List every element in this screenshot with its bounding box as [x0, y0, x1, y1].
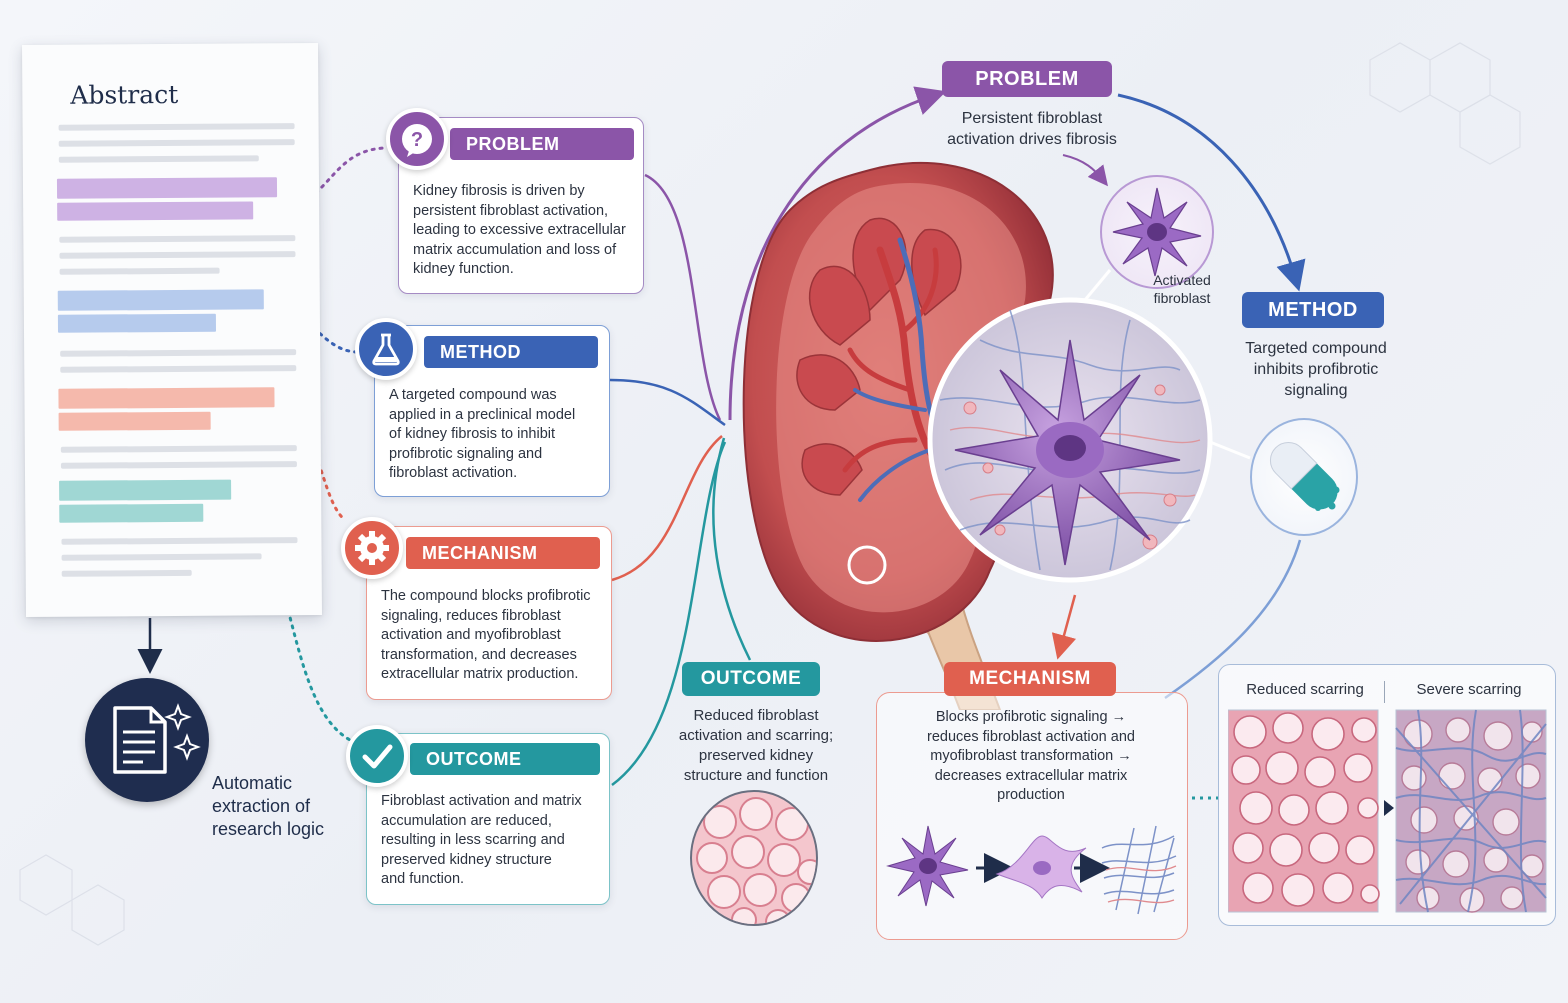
- reduced-scarring-label: Reduced scarring: [1246, 681, 1364, 698]
- mechanism-text: The compound blocks profibrotic signalin…: [381, 588, 591, 683]
- activated-fibroblast-label: Activated fibroblast: [1153, 272, 1211, 306]
- mechanism-highlight: [58, 387, 275, 409]
- mechanism-label: MECHANISM: [406, 537, 600, 569]
- problem-text: Kidney fibrosis is driven by persistent …: [413, 183, 626, 278]
- diagram-problem-text: Persistent fibroblast activation drives …: [947, 110, 1117, 148]
- flask-icon: [355, 318, 417, 380]
- diagram-outcome-label: OUTCOME: [682, 662, 820, 696]
- gear-icon: [341, 517, 403, 579]
- mechanism-sequence-icons: [886, 825, 1177, 915]
- svg-text:?: ?: [411, 129, 423, 151]
- method-text: A targeted compound was applied in a pre…: [389, 387, 576, 482]
- extraction-label: Automatic extraction of research logic: [212, 773, 325, 839]
- abstract-document: Abstract: [22, 42, 322, 618]
- kidney-illustration: [742, 161, 1213, 710]
- diagram-mechanism-label: MECHANISM: [944, 662, 1116, 696]
- question-icon: ?: [386, 108, 448, 170]
- method-highlight: [57, 289, 264, 311]
- diagram-problem-label: PROBLEM: [942, 61, 1112, 97]
- healthy-tissue-icon: [690, 790, 818, 926]
- severe-scarring-label: Severe scarring: [1416, 681, 1522, 698]
- capsule-icon: [1250, 418, 1358, 536]
- problem-label: PROBLEM: [450, 128, 634, 160]
- checkmark-icon: [346, 725, 408, 787]
- activated-fibroblast-icon: [1100, 175, 1214, 289]
- document-sparkle-icon: [85, 678, 209, 802]
- outcome-highlight: [59, 479, 232, 501]
- outcome-label: OUTCOME: [410, 743, 600, 775]
- diagram-mechanism-text: Blocks profibrotic signaling → reduces f…: [927, 709, 1135, 803]
- diagram-method-label: METHOD: [1242, 292, 1384, 328]
- diagram-method-text: Targeted compound inhibits profibrotic s…: [1245, 340, 1387, 399]
- scarring-comparison-images: [1228, 709, 1547, 913]
- outcome-text: Fibroblast activation and matrix accumul…: [381, 793, 582, 888]
- diagram-outcome-text: Reduced fibroblast activation and scarri…: [678, 707, 834, 784]
- abstract-title: Abstract: [70, 79, 179, 110]
- problem-highlight: [56, 177, 278, 199]
- method-label: METHOD: [424, 336, 598, 368]
